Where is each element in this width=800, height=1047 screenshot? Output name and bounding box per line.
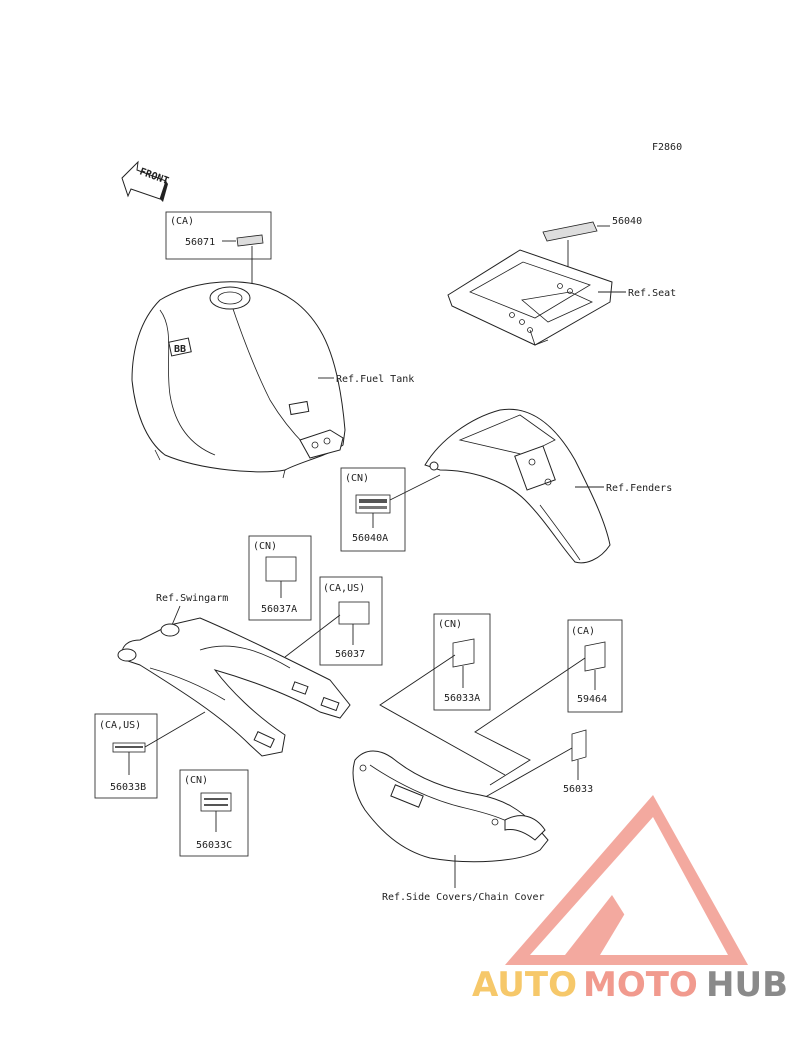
callout-box-56033A	[433, 613, 491, 711]
callout-region-59464: (CA)	[571, 626, 595, 637]
ref-side-covers: Ref.Side Covers/Chain Cover	[382, 892, 545, 903]
label-56033-icon	[571, 729, 587, 762]
ref-fenders: Ref.Fenders	[606, 483, 672, 494]
callout-box-56033B	[94, 713, 158, 799]
leader-56037-swingarm	[284, 614, 341, 658]
seat-icon	[447, 249, 613, 346]
callout-box-59464	[567, 619, 623, 713]
label-56071-icon	[236, 234, 264, 247]
side-cover-icon	[352, 750, 549, 863]
leader-56033-cover	[479, 747, 573, 801]
ref-seat: Ref.Seat	[628, 288, 676, 299]
label-56033C-icon	[200, 792, 232, 812]
callout-part-56037A: 56037A	[261, 604, 297, 615]
ref-fuel-tank: Ref.Fuel Tank	[336, 374, 414, 385]
label-56037-icon	[338, 601, 370, 625]
automotohub-logo-icon: AUTO MOTO HUB	[472, 795, 788, 1005]
leader-swingarm	[171, 605, 181, 626]
swingarm-icon	[117, 617, 351, 757]
callout-box-56037	[319, 576, 383, 666]
callout-region-56040A: (CN)	[345, 473, 369, 484]
callout-box-56037A	[248, 535, 312, 621]
label-59464-icon	[584, 641, 606, 672]
callout-part-56071: 56071	[185, 237, 215, 248]
logo-word-hub: HUB	[706, 965, 788, 1005]
rear-fender-icon	[424, 408, 611, 564]
front-arrow-icon: FRONT	[121, 160, 170, 202]
callout-region-56033B: (CA,US)	[99, 720, 141, 731]
fuel-tank-icon: BB	[131, 281, 346, 479]
callout-part-56033A: 56033A	[444, 693, 480, 704]
callout-region-56033C: (CN)	[184, 775, 208, 786]
callout-box-56033C	[179, 769, 249, 857]
callout-part-56033: 56033	[563, 784, 593, 795]
logo-word-moto: MOTO	[583, 965, 698, 1005]
callout-box-56040A	[340, 467, 406, 552]
label-56040-icon	[542, 221, 598, 242]
ref-swingarm: Ref.Swingarm	[156, 593, 228, 604]
callout-part-56033B: 56033B	[110, 782, 146, 793]
figure-code: F2860	[652, 142, 682, 153]
callout-box-56071	[165, 211, 272, 260]
callout-region-56071: (CA)	[170, 216, 194, 227]
label-56040A-icon	[355, 494, 391, 514]
callout-part-56040A: 56040A	[352, 533, 388, 544]
callout-region-56037: (CA,US)	[323, 583, 365, 594]
callout-part-56037: 56037	[335, 649, 365, 660]
logo-word-auto: AUTO	[472, 965, 577, 1005]
leader-56033B-swingarm	[144, 711, 206, 748]
svg-text:BB: BB	[174, 344, 186, 355]
leader-59464-cover	[474, 657, 586, 786]
label-56033A-icon	[452, 638, 475, 668]
leader-56040A-fender	[389, 474, 441, 501]
callout-region-56033A: (CN)	[438, 619, 462, 630]
label-56037A-icon	[265, 556, 297, 582]
callout-part-59464: 59464	[577, 694, 607, 705]
leader-56033A-cover	[379, 654, 506, 776]
callout-region-56037A: (CN)	[253, 541, 277, 552]
callout-part-56040: 56040	[612, 216, 642, 227]
callout-part-56033C: 56033C	[196, 840, 232, 851]
